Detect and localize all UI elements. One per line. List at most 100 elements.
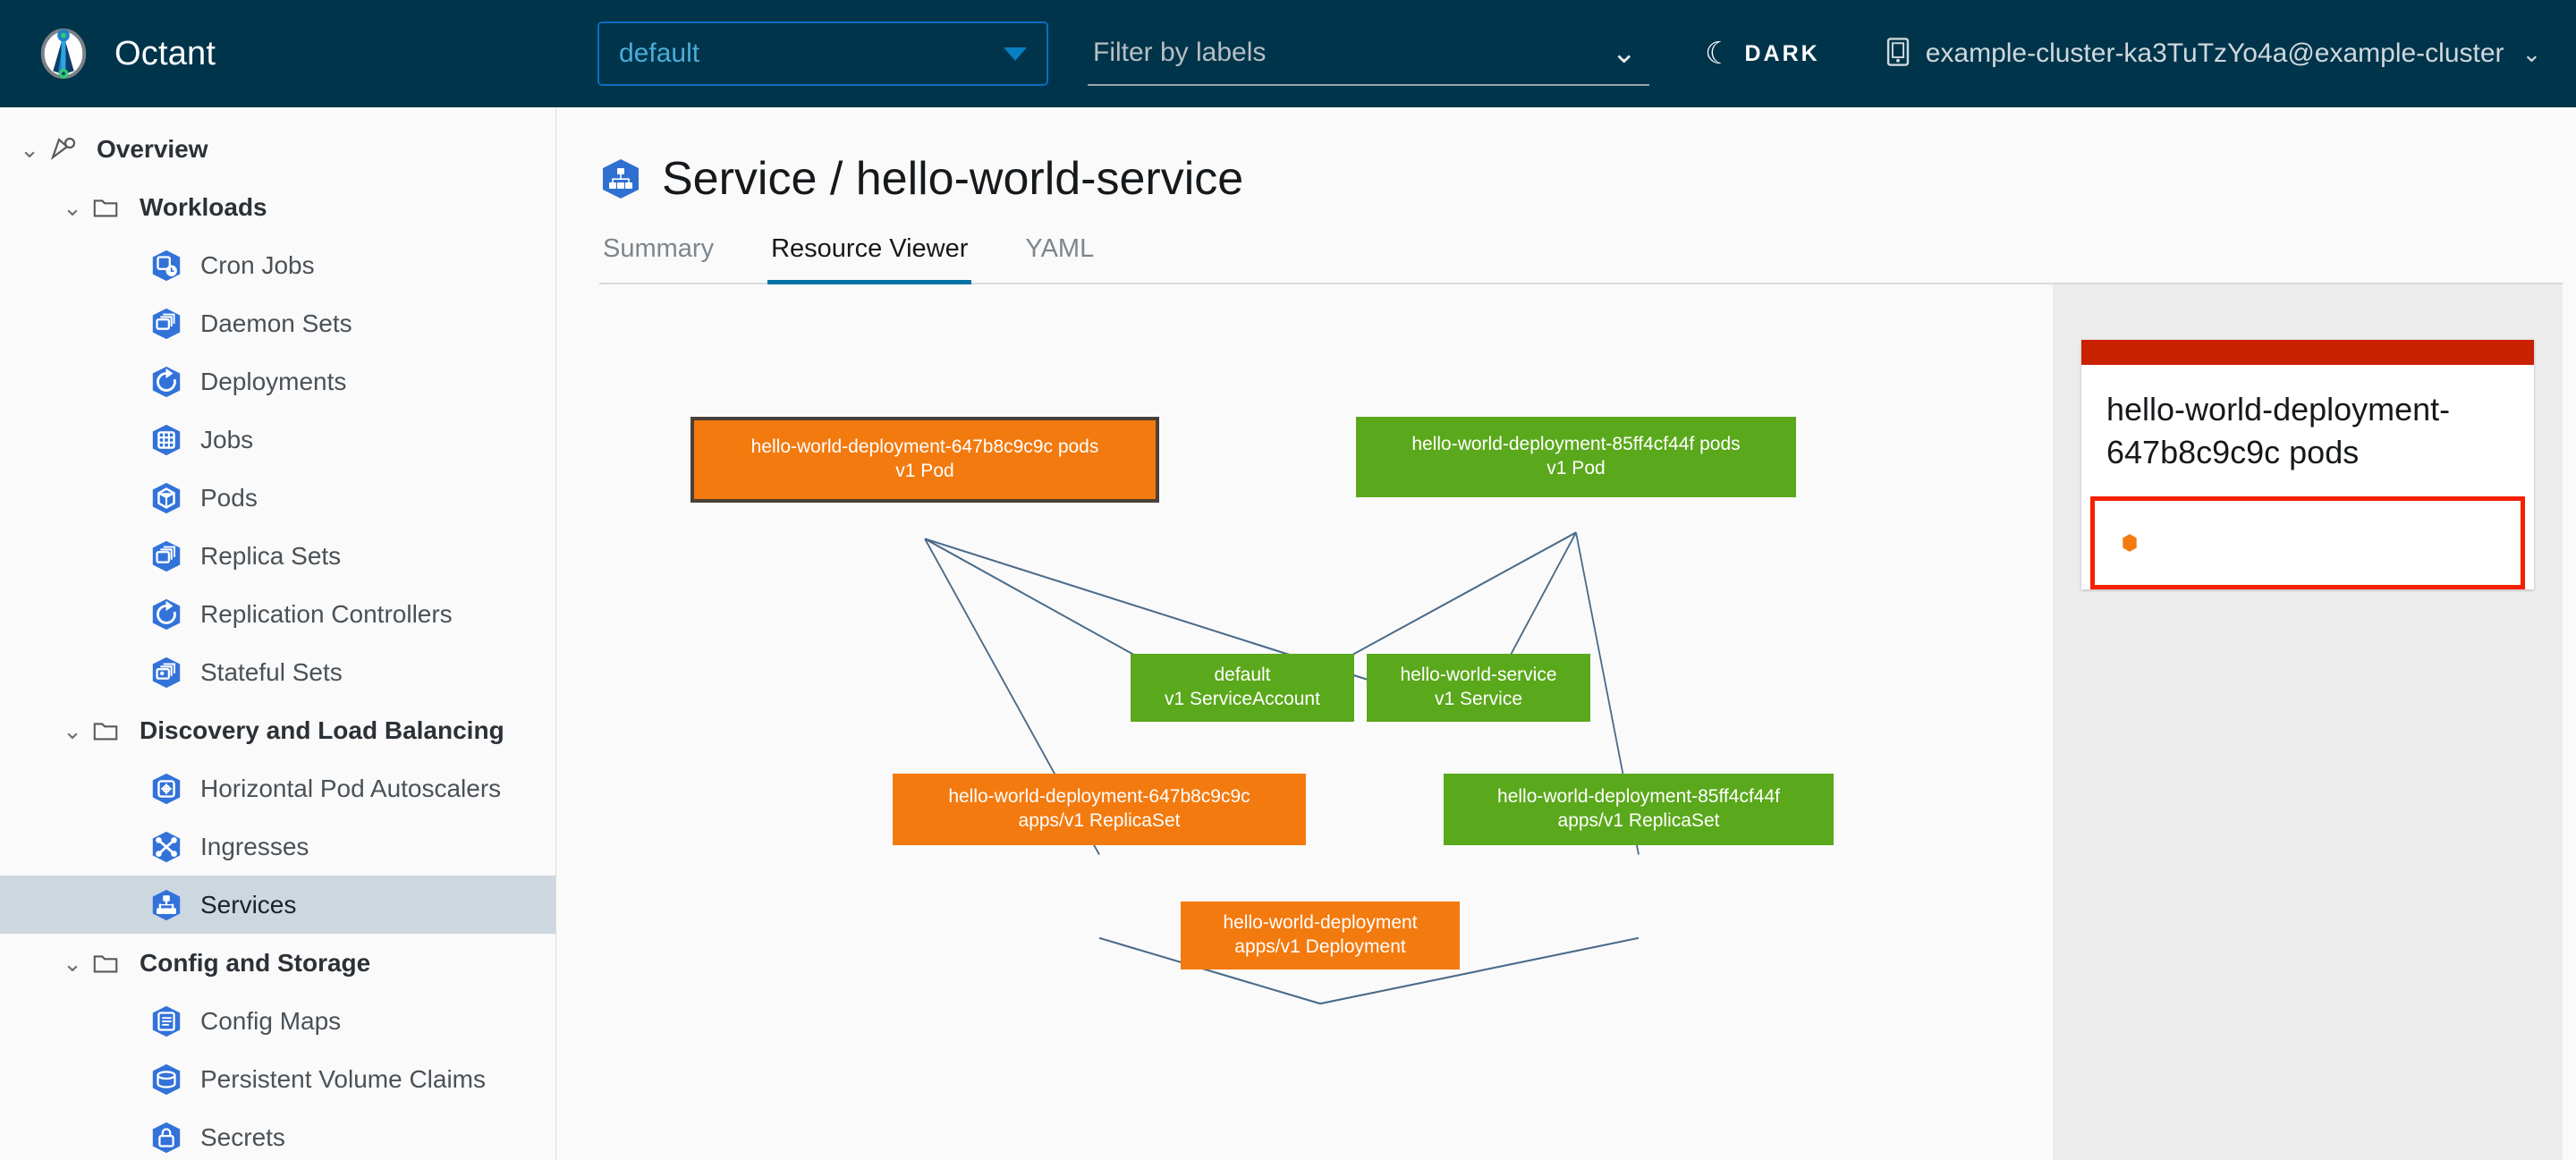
chevron-down-icon[interactable]: ⌄ xyxy=(20,135,39,163)
sidebar-item-ingresses[interactable]: Ingresses xyxy=(0,817,555,876)
sidebar-item-label: Daemon Sets xyxy=(200,309,352,337)
main-content: Service / hello-world-service Summary Res… xyxy=(556,107,2576,1160)
graph-node-name: default xyxy=(1214,665,1271,686)
caret-down-icon xyxy=(1004,47,1027,61)
folder-icon xyxy=(88,190,123,225)
graph-node-name: hello-world-deployment xyxy=(1223,912,1418,934)
graph-node[interactable]: default v1 ServiceAccount xyxy=(1131,654,1354,722)
sidebar-item-label: Workloads xyxy=(140,192,267,221)
graph-node-name: hello-world-service xyxy=(1400,665,1557,686)
replicaset-icon xyxy=(148,538,184,574)
sidebar-item-jobs[interactable]: Jobs xyxy=(0,411,555,469)
sidebar-item-pods[interactable]: Pods xyxy=(0,469,555,527)
cluster-context-select[interactable]: example-cluster-ka3TuTzYo4a@example-clus… xyxy=(1885,37,2542,72)
octant-logo-icon xyxy=(36,26,91,81)
sidebar-item-daemon-sets[interactable]: Daemon Sets xyxy=(0,294,555,352)
namespace-value: default xyxy=(619,38,700,68)
graph-edges xyxy=(924,531,1640,1005)
graph-node-kind: v1 Service xyxy=(1434,689,1523,709)
sidebar-item-services[interactable]: Services xyxy=(0,876,555,934)
cronjob-icon xyxy=(148,248,184,284)
sidebar-item-label: Persistent Volume Claims xyxy=(200,1064,487,1093)
daemonset-icon xyxy=(148,306,184,342)
theme-toggle-label: DARK xyxy=(1744,40,1820,66)
configmap-icon xyxy=(148,1003,184,1039)
cluster-context-name: example-cluster-ka3TuTzYo4a@example-clus… xyxy=(1925,38,2504,68)
chevron-down-icon[interactable]: ⌄ xyxy=(63,949,82,977)
sidebar-item-label: Replica Sets xyxy=(200,541,342,570)
sidebar-item-stateful-sets[interactable]: Stateful Sets xyxy=(0,643,555,701)
graph-node-kind: v1 Pod xyxy=(1546,458,1606,478)
brand[interactable]: Octant xyxy=(0,26,556,81)
tab-bar: Summary Resource Viewer YAML xyxy=(599,222,2563,284)
sidebar-item-secrets[interactable]: Secrets xyxy=(0,1108,555,1160)
tab-resource-viewer[interactable]: Resource Viewer xyxy=(767,234,972,284)
graph-node-kind: v1 ServiceAccount xyxy=(1165,689,1320,709)
overview-icon xyxy=(45,131,80,167)
namespace-select[interactable]: default xyxy=(597,21,1048,86)
folder-icon xyxy=(88,713,123,749)
tab-yaml[interactable]: YAML xyxy=(1025,234,1095,263)
detail-card[interactable]: hello-world-deployment-647b8c9c9c pods xyxy=(2081,340,2534,590)
theme-toggle[interactable]: ☾ DARK xyxy=(1705,38,1820,69)
label-filter-input[interactable]: Filter by labels ⌄ xyxy=(1088,21,1649,86)
sidebar-item-config-and-storage[interactable]: ⌄Config and Storage xyxy=(0,934,555,992)
rc-icon xyxy=(148,597,184,632)
graph-node[interactable]: hello-world-deployment-85ff4cf44f pods v1… xyxy=(1356,417,1796,497)
job-icon xyxy=(148,422,184,458)
sidebar-item-config-maps[interactable]: Config Maps xyxy=(0,992,555,1050)
sidebar-item-label: Replication Controllers xyxy=(200,599,453,628)
sidebar-item-label: Discovery and Load Balancing xyxy=(140,715,504,744)
statefulset-icon xyxy=(148,655,184,690)
sidebar-item-overview[interactable]: ⌄ Overview xyxy=(0,120,555,178)
sidebar-item-label: Services xyxy=(200,890,297,919)
sidebar-item-cron-jobs[interactable]: Cron Jobs xyxy=(0,236,555,294)
sidebar-item-discovery-and-load-balancing[interactable]: ⌄ Discovery and Load Balancing xyxy=(0,701,555,759)
sidebar-item-workloads[interactable]: ⌄ Workloads xyxy=(0,178,555,236)
graph-node-name: hello-world-deployment-85ff4cf44f pods xyxy=(1411,434,1741,455)
brand-name: Octant xyxy=(114,34,216,72)
chevron-down-icon[interactable]: ⌄ xyxy=(63,193,82,221)
chevron-down-icon[interactable]: ⌄ xyxy=(1611,36,1638,70)
pod-icon xyxy=(148,480,184,516)
service-icon xyxy=(148,887,184,923)
sidebar-item-persistent-volume-claims[interactable]: Persistent Volume Claims xyxy=(0,1050,555,1108)
detail-status-bar xyxy=(2081,340,2534,365)
sidebar-item-replication-controllers[interactable]: Replication Controllers xyxy=(0,585,555,643)
graph-node-kind: apps/v1 ReplicaSet xyxy=(1557,810,1720,831)
sidebar-item-replica-sets[interactable]: Replica Sets xyxy=(0,527,555,585)
page-header: Service / hello-world-service xyxy=(599,152,2576,206)
hexagon-dot-icon xyxy=(2120,533,2140,553)
app-header: Octant default Filter by labels ⌄ ☾ DARK… xyxy=(0,0,2576,107)
graph-node-name: hello-world-deployment-85ff4cf44f xyxy=(1497,786,1780,808)
graph-node-kind: apps/v1 Deployment xyxy=(1234,936,1406,957)
ingress-icon xyxy=(148,829,184,865)
sidebar-item-label: Overview xyxy=(97,134,208,163)
chevron-down-icon[interactable]: ⌄ xyxy=(63,716,82,744)
label-filter-placeholder: Filter by labels xyxy=(1093,38,1267,67)
page-title: Service / hello-world-service xyxy=(662,153,1244,205)
sidebar-item-deployments[interactable]: Deployments xyxy=(0,352,555,411)
detail-title: hello-world-deployment-647b8c9c9c pods xyxy=(2106,391,2451,470)
service-icon xyxy=(599,157,642,200)
sidebar-item-label: Stateful Sets xyxy=(200,657,343,686)
moon-icon: ☾ xyxy=(1705,37,1733,71)
cluster-icon xyxy=(1885,37,1911,72)
resource-viewer: hello-world-deployment-647b8c9c9c pods v1… xyxy=(599,284,2563,1160)
sidebar-item-label: Config Maps xyxy=(200,1006,342,1035)
graph-node[interactable]: hello-world-service v1 Service xyxy=(1367,654,1590,722)
chevron-down-icon: ⌄ xyxy=(2521,40,2542,67)
sidebar-item-horizontal-pod-autoscalers[interactable]: Horizontal Pod Autoscalers xyxy=(0,759,555,817)
sidebar-item-label: Ingresses xyxy=(200,832,309,860)
folder-icon xyxy=(88,945,123,981)
sidebar-item-label: Horizontal Pod Autoscalers xyxy=(200,774,502,802)
detail-status-list[interactable] xyxy=(2090,496,2525,590)
tab-summary[interactable]: Summary xyxy=(603,234,715,263)
sidebar-item-label: Jobs xyxy=(200,425,254,453)
